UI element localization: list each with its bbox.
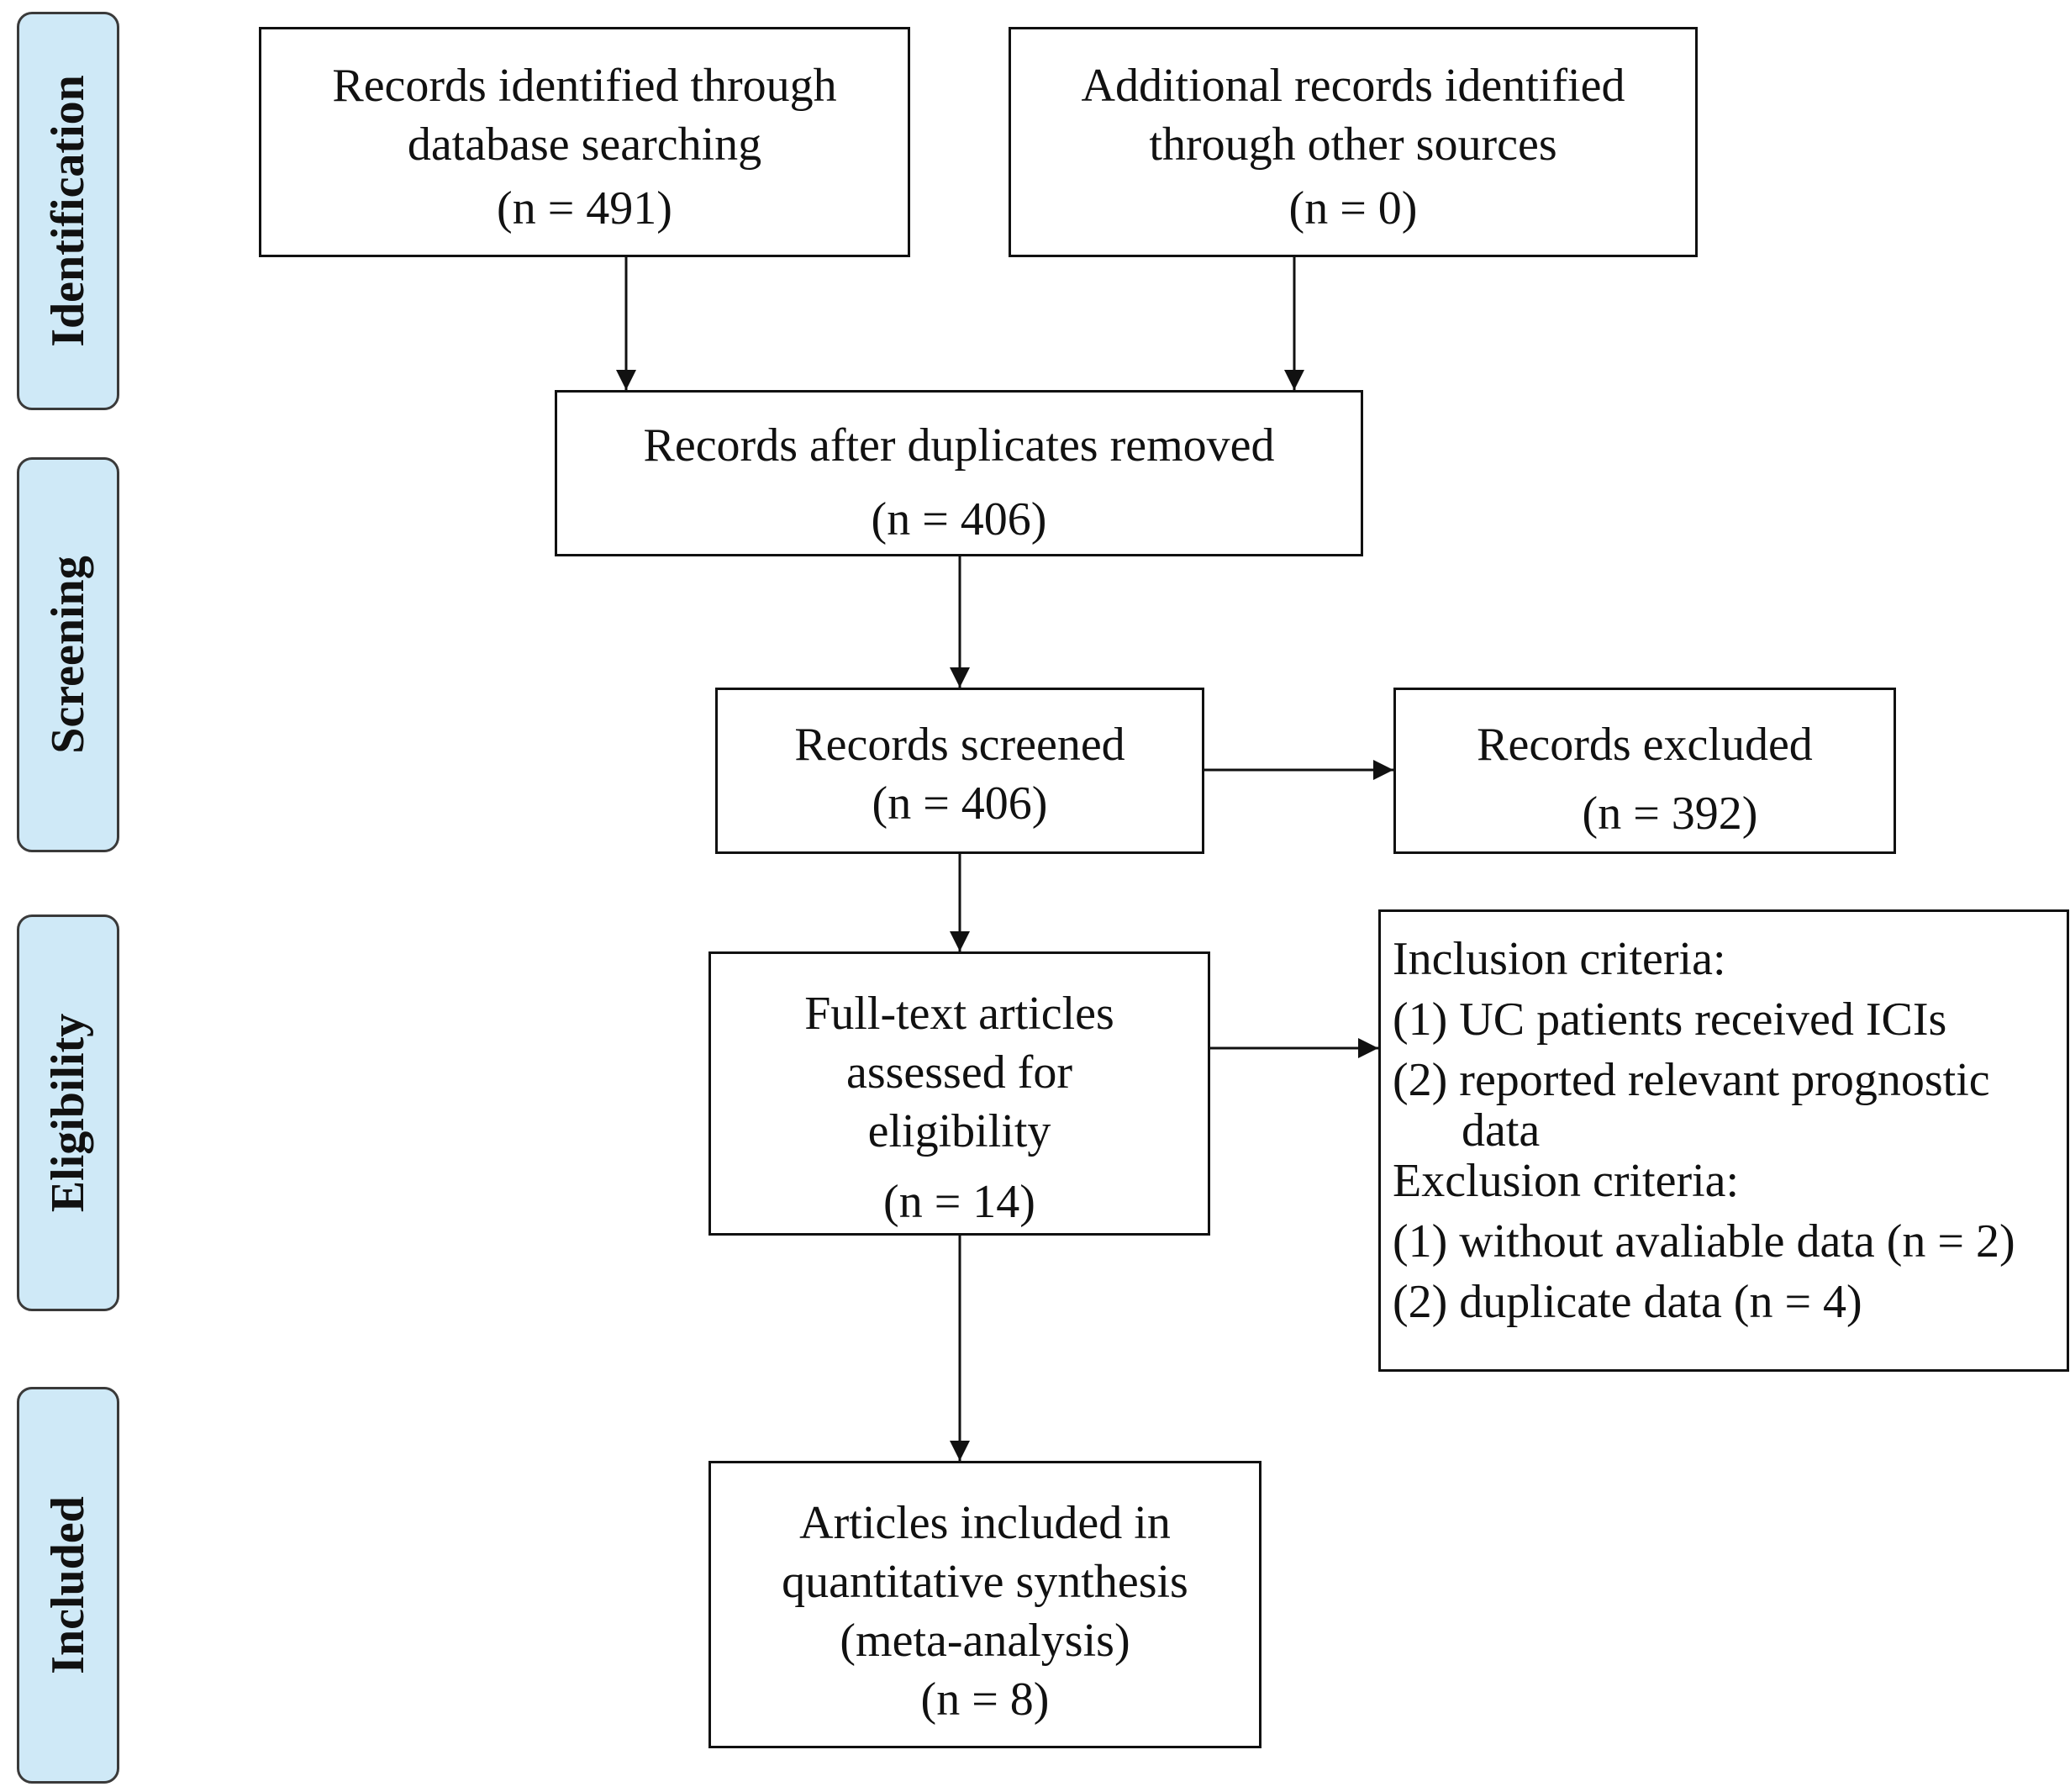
duplicates-removed-count: (n = 406)	[871, 493, 1047, 546]
included-articles-line3: (meta-analysis)	[840, 1615, 1130, 1667]
database-records-line1: Records identified through	[332, 60, 837, 112]
other-records-box: Additional records identified through ot…	[1009, 27, 1698, 257]
full-text-line1: Full-text articles	[804, 988, 1114, 1040]
records-screened-count: (n = 406)	[872, 777, 1048, 830]
other-records-line1: Additional records identified	[1081, 60, 1625, 112]
exclusion-criterion-2: (2) duplicate data (n = 4)	[1393, 1276, 1862, 1328]
full-text-box: Full-text articles assessed for eligibil…	[708, 951, 1210, 1236]
records-screened-line1: Records screened	[794, 719, 1125, 771]
full-text-count: (n = 14)	[883, 1176, 1035, 1228]
phase-included: Included	[17, 1387, 119, 1784]
database-records-line2: database searching	[407, 119, 762, 171]
inclusion-criteria-title: Inclusion criteria:	[1393, 933, 1726, 985]
duplicates-removed-box: Records after duplicates removed (n = 40…	[555, 390, 1363, 556]
exclusion-criterion-1: (1) without avaliable data (n = 2)	[1393, 1215, 2015, 1268]
database-records-count: (n = 491)	[497, 182, 672, 235]
inclusion-criterion-2: (2) reported relevant prognostic	[1393, 1054, 1990, 1106]
phase-identification: Identification	[17, 12, 119, 410]
inclusion-criterion-1: (1) UC patients received ICIs	[1393, 994, 1947, 1046]
other-records-count: (n = 0)	[1288, 182, 1418, 235]
included-articles-line2: quantitative synthesis	[782, 1556, 1188, 1608]
database-records-box: Records identified through database sear…	[259, 27, 910, 257]
full-text-line3: eligibility	[867, 1105, 1051, 1157]
duplicates-removed-line1: Records after duplicates removed	[643, 419, 1275, 472]
other-records-line2: through other sources	[1149, 119, 1557, 171]
included-articles-line1: Articles included in	[799, 1497, 1171, 1549]
full-text-line2: assessed for	[845, 1046, 1073, 1099]
criteria-box: Inclusion criteria: (1) UC patients rece…	[1378, 909, 2069, 1372]
phase-eligibility: Eligibility	[17, 914, 119, 1311]
included-articles-count: (n = 8)	[920, 1673, 1050, 1726]
included-articles-box: Articles included in quantitative synthe…	[708, 1461, 1261, 1748]
inclusion-criterion-2-continued: data	[1462, 1104, 1541, 1157]
records-excluded-count: (n = 392)	[1582, 788, 1758, 840]
records-excluded-box: Records excluded (n = 392)	[1393, 688, 1896, 854]
records-excluded-line1: Records excluded	[1477, 719, 1813, 771]
records-screened-box: Records screened (n = 406)	[715, 688, 1204, 854]
phase-screening: Screening	[17, 457, 119, 852]
exclusion-criteria-title: Exclusion criteria:	[1393, 1155, 1740, 1207]
